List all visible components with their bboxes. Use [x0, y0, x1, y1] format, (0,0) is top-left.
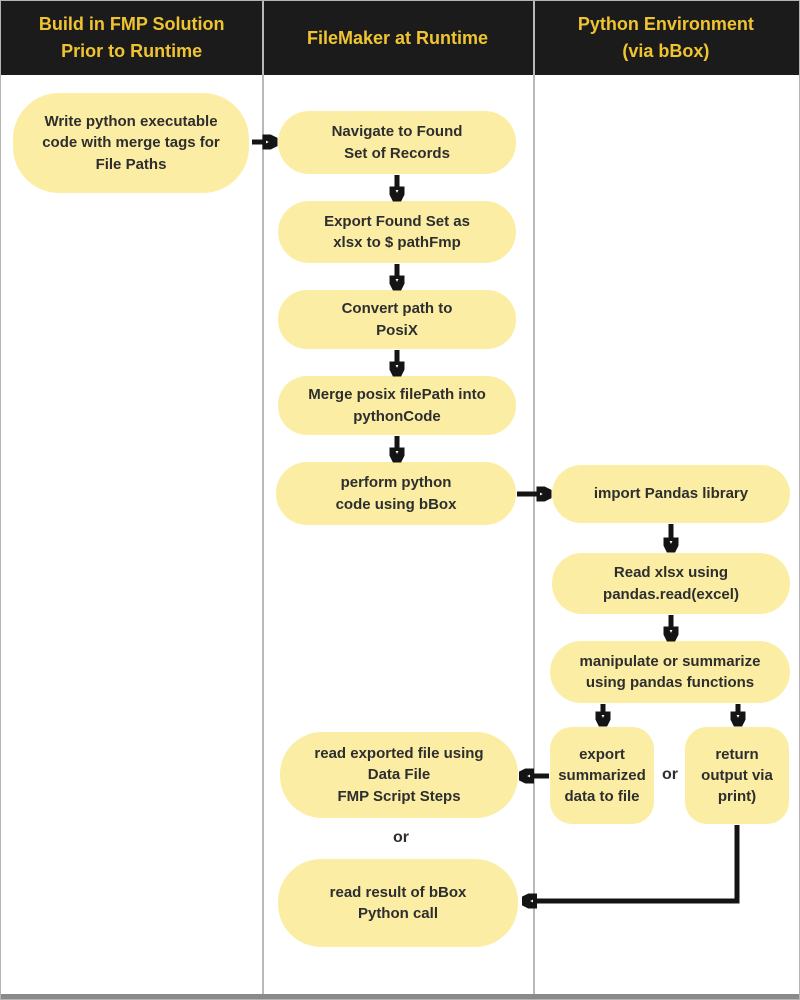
header-row: Build in FMP Solution Prior to Runtime F…: [1, 1, 799, 75]
node-convert-path-posix: Convert path to PosiX: [278, 290, 516, 349]
node-manipulate-summarize: manipulate or summarize using pandas fun…: [550, 641, 790, 703]
node-return-output-print: return output via print): [685, 727, 789, 824]
node-import-pandas: import Pandas library: [552, 465, 790, 523]
column-divider-1: [262, 1, 264, 999]
node-perform-python-bbox: perform python code using bBox: [276, 462, 516, 525]
column-header-python-environment: Python Environment (via bBox): [532, 1, 799, 75]
node-navigate-found-set: Navigate to Found Set of Records: [278, 111, 516, 174]
node-read-result-bbox: read result of bBox Python call: [278, 859, 518, 947]
node-write-python-code: Write python executable code with merge …: [13, 93, 249, 193]
node-merge-posix-filepath: Merge posix filePath into pythonCode: [278, 376, 516, 435]
bottom-bar: [1, 994, 799, 999]
arrow-return-output-to-read-result: [536, 825, 740, 901]
node-export-summarized-data: export summarized data to file: [550, 727, 654, 824]
node-export-found-set: Export Found Set as xlsx to $ pathFmp: [278, 201, 516, 263]
node-read-exported-file: read exported file using Data File FMP S…: [280, 732, 518, 818]
column-header-fmp-solution: Build in FMP Solution Prior to Runtime: [1, 1, 263, 75]
node-read-xlsx-pandas: Read xlsx using pandas.read(excel): [552, 553, 790, 614]
column-header-filemaker-runtime: FileMaker at Runtime: [262, 1, 533, 75]
or-label-python-branch: or: [662, 766, 678, 783]
column-divider-2: [533, 1, 535, 999]
or-label-filemaker-branch: or: [393, 829, 409, 846]
